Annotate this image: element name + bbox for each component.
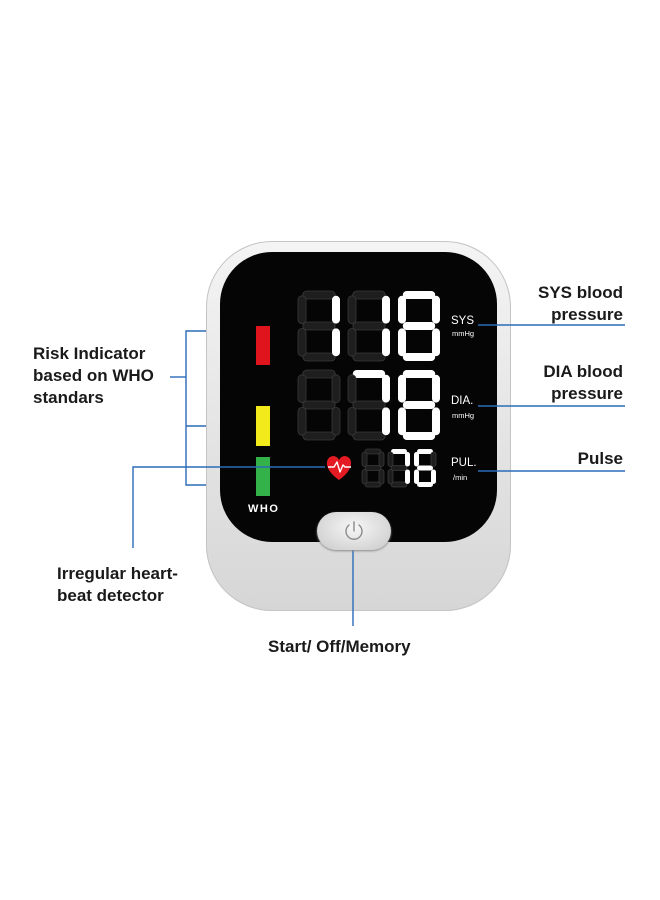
segment-e bbox=[398, 328, 406, 357]
segment-f bbox=[361, 451, 368, 467]
segment-g bbox=[402, 401, 436, 409]
sys-digits bbox=[297, 290, 440, 362]
seven-segment-digit bbox=[297, 369, 341, 441]
segment-g bbox=[302, 400, 336, 410]
segment-c bbox=[332, 328, 340, 357]
segment-d bbox=[364, 481, 382, 488]
dia-unit: mmHg bbox=[452, 411, 475, 420]
power-button[interactable] bbox=[317, 512, 391, 550]
segment-c bbox=[432, 328, 440, 357]
segment-c bbox=[382, 328, 390, 357]
pul-unit: /min bbox=[453, 473, 468, 482]
dia-label: DIA. bbox=[451, 395, 474, 407]
dia-digits bbox=[297, 369, 440, 441]
segment-b bbox=[430, 451, 437, 467]
segment-c bbox=[431, 469, 436, 484]
segment-b bbox=[331, 374, 341, 403]
segment-g bbox=[352, 400, 386, 410]
segment-a bbox=[352, 290, 386, 300]
segment-a bbox=[417, 449, 433, 454]
segment-a bbox=[402, 291, 436, 299]
risk-indicator-callout: Risk Indicator based on WHO standars bbox=[33, 344, 154, 407]
segment-d bbox=[402, 432, 436, 440]
segment-b bbox=[382, 295, 390, 324]
segment-c bbox=[405, 469, 410, 484]
segment-b bbox=[382, 374, 390, 403]
segment-g bbox=[390, 465, 408, 471]
irregular-heartbeat-callout: Irregular heart- beat detector bbox=[57, 564, 178, 605]
sys-unit: mmHg bbox=[452, 329, 475, 338]
segment-a bbox=[352, 370, 386, 378]
segment-f bbox=[297, 374, 307, 403]
segment-g bbox=[302, 321, 336, 331]
segment-g bbox=[402, 322, 436, 330]
seven-segment-digit bbox=[361, 448, 385, 488]
seven-segment-digit bbox=[398, 370, 440, 440]
segment-d bbox=[352, 352, 386, 362]
seven-segment-digit bbox=[414, 449, 437, 487]
segment-d bbox=[302, 352, 336, 362]
power-icon bbox=[345, 521, 363, 540]
seven-segment-digit bbox=[347, 370, 390, 441]
segment-e bbox=[347, 327, 357, 357]
segment-a bbox=[302, 290, 336, 300]
sys-label: SYS bbox=[451, 315, 475, 327]
segment-e bbox=[361, 469, 368, 485]
irregular-heartbeat-line bbox=[132, 466, 325, 548]
segment-b bbox=[432, 374, 440, 403]
segment-e bbox=[347, 406, 357, 436]
segment-f bbox=[387, 451, 394, 467]
seven-segment-digit bbox=[387, 449, 410, 488]
segment-e bbox=[387, 469, 394, 485]
risk-bracket-line bbox=[185, 330, 206, 486]
seven-segment-digit bbox=[347, 290, 390, 362]
segment-c bbox=[331, 406, 341, 436]
who-label: WHO bbox=[248, 503, 280, 515]
segment-e bbox=[297, 327, 307, 357]
leader-lines bbox=[132, 324, 625, 626]
who-bar-green bbox=[256, 457, 270, 496]
segment-d bbox=[417, 482, 433, 487]
sys-callout: SYS blood pressure bbox=[538, 283, 623, 324]
segment-g bbox=[417, 465, 433, 471]
segment-b bbox=[405, 452, 410, 467]
segment-f bbox=[398, 295, 406, 324]
segment-g bbox=[352, 321, 386, 331]
segment-a bbox=[302, 369, 336, 379]
segment-b bbox=[332, 295, 340, 324]
segment-g bbox=[364, 465, 382, 471]
pul-label: PUL. bbox=[451, 457, 477, 469]
segment-d bbox=[302, 431, 336, 441]
seven-segment-digit bbox=[297, 290, 340, 362]
segment-f bbox=[347, 374, 357, 403]
segment-b bbox=[432, 295, 440, 324]
segment-a bbox=[364, 448, 382, 455]
pulse-callout: Pulse bbox=[577, 449, 623, 468]
segment-f bbox=[347, 295, 357, 324]
dia-callout: DIA blood pressure bbox=[543, 362, 623, 403]
who-bar-red bbox=[256, 326, 270, 365]
power-callout: Start/ Off/Memory bbox=[268, 637, 411, 656]
segment-d bbox=[390, 481, 408, 488]
segment-c bbox=[382, 407, 390, 436]
who-bar-yellow bbox=[256, 406, 270, 446]
segment-e bbox=[297, 406, 307, 436]
segment-d bbox=[352, 431, 386, 441]
pulse-digits bbox=[361, 448, 437, 488]
segment-a bbox=[391, 449, 407, 454]
segment-e bbox=[414, 469, 419, 484]
segment-f bbox=[297, 295, 307, 324]
segment-e bbox=[398, 407, 406, 436]
segment-d bbox=[402, 353, 436, 361]
segment-b bbox=[378, 451, 385, 467]
heart-icon bbox=[326, 456, 352, 480]
seven-segment-digit bbox=[398, 291, 440, 361]
segment-f bbox=[414, 452, 419, 467]
segment-f bbox=[398, 374, 406, 403]
segment-c bbox=[378, 469, 385, 485]
segment-a bbox=[402, 370, 436, 378]
segment-c bbox=[432, 407, 440, 436]
